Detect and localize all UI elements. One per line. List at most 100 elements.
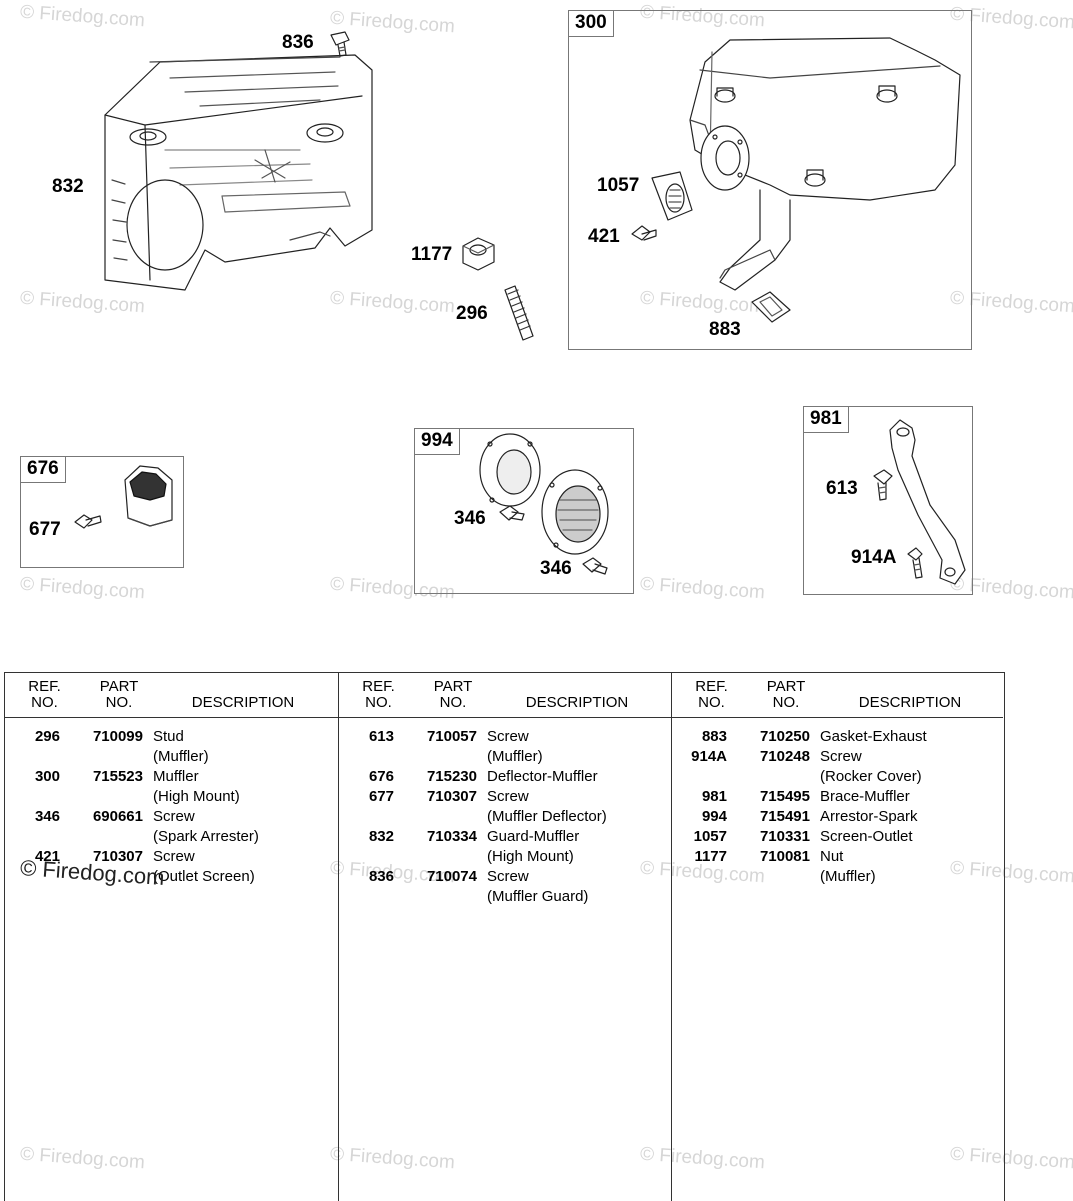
cell-desc: (Spark Arrester)	[153, 828, 259, 845]
nut-1177-drawing	[463, 238, 494, 270]
exploded-parts-drawing	[0, 0, 1073, 660]
cell-part: 710248	[759, 748, 810, 765]
header-description: DESCRIPTION	[525, 694, 629, 711]
cell-desc: Guard-Muffler	[487, 828, 580, 845]
table-row: (Muffler Guard)	[339, 887, 672, 907]
table-row: (Spark Arrester)	[5, 827, 338, 847]
muffler-300-drawing	[690, 38, 960, 290]
cell-desc: Gasket-Exhaust	[820, 728, 927, 745]
group-label-994: 994	[414, 428, 460, 455]
cell-ref: 1177	[694, 848, 727, 865]
cell-part: 710331	[759, 828, 810, 845]
cell-desc: (Muffler)	[820, 868, 876, 885]
header-description: DESCRIPTION	[858, 694, 962, 711]
callout-832: 832	[52, 176, 84, 197]
cell-part: 715491	[759, 808, 810, 825]
cell-part: 690661	[92, 808, 143, 825]
table-row: 613 710057 Screw	[339, 727, 672, 747]
cell-part: 715523	[92, 768, 143, 785]
cell-ref: 994	[701, 808, 727, 825]
cell-desc: (Muffler)	[153, 748, 209, 765]
cell-ref: 421	[34, 848, 60, 865]
table-row: 1177 710081 Nut	[672, 847, 1003, 867]
cell-desc: Screw	[153, 848, 195, 865]
cell-part: 710081	[759, 848, 810, 865]
cell-ref: 300	[34, 768, 60, 785]
callout-421: 421	[588, 226, 620, 247]
callout-346-upper: 346	[454, 508, 486, 529]
cell-desc: Screw	[820, 748, 862, 765]
brace-981-drawing	[890, 420, 965, 584]
cell-desc: Screw	[487, 868, 529, 885]
cell-part: 710057	[426, 728, 477, 745]
cell-desc: Muffler	[153, 768, 199, 785]
cell-ref: 677	[368, 788, 394, 805]
group-label-676: 676	[20, 456, 66, 483]
screw-421-drawing	[632, 226, 656, 240]
table-row: (High Mount)	[339, 847, 672, 867]
cell-ref: 1057	[693, 828, 727, 845]
callout-836: 836	[282, 32, 314, 53]
cell-ref: 613	[368, 728, 394, 745]
cell-desc: (High Mount)	[153, 788, 240, 805]
cell-desc: Screw	[153, 808, 195, 825]
table-row: (Muffler)	[339, 747, 672, 767]
cell-desc: Deflector-Muffler	[487, 768, 598, 785]
table-row: (Outlet Screen)	[5, 867, 338, 887]
header-ref: REF. NO.	[362, 678, 395, 711]
cell-desc: Screen-Outlet	[820, 828, 913, 845]
cell-desc: Stud	[153, 728, 184, 745]
cell-part: 710334	[426, 828, 477, 845]
screw-914a-drawing	[908, 548, 922, 578]
table-row: 421 710307 Screw	[5, 847, 338, 867]
muffler-guard-drawing	[105, 55, 372, 290]
cell-part: 710307	[92, 848, 143, 865]
table-row: (Muffler)	[5, 747, 338, 767]
callout-296: 296	[456, 303, 488, 324]
cell-part: 710307	[426, 788, 477, 805]
outlet-screen-drawing	[652, 172, 692, 220]
cell-desc: Screw	[487, 728, 529, 745]
screw-346b-drawing	[583, 558, 607, 574]
callout-1177: 1177	[411, 244, 453, 265]
cell-ref: 883	[701, 728, 727, 745]
table-header: REF. NO. PART NO. DESCRIPTION	[5, 673, 338, 718]
header-description: DESCRIPTION	[191, 694, 295, 711]
callout-1057: 1057	[597, 175, 640, 196]
callout-346-lower: 346	[540, 558, 572, 579]
table-header: REF. NO. PART NO. DESCRIPTION	[339, 673, 672, 718]
callout-914a: 914A	[851, 547, 897, 568]
group-box-300: 300	[568, 10, 972, 350]
group-box-981: 981	[803, 406, 973, 595]
cell-desc: (Muffler Guard)	[487, 888, 589, 905]
group-label-300: 300	[568, 10, 614, 37]
gasket-883-drawing	[752, 292, 790, 322]
header-part: PART NO.	[766, 678, 806, 711]
header-ref: REF. NO.	[28, 678, 61, 711]
callout-613: 613	[826, 478, 858, 499]
cell-ref: 836	[368, 868, 394, 885]
spark-arrester-994-drawing	[480, 434, 608, 554]
table-row: (Muffler Deflector)	[339, 807, 672, 827]
cell-part: 710099	[92, 728, 143, 745]
group-label-981: 981	[803, 406, 849, 433]
group-box-676: 676	[20, 456, 184, 568]
cell-part: 715230	[426, 768, 477, 785]
screw-613-drawing	[874, 470, 892, 500]
cell-desc: Brace-Muffler	[820, 788, 910, 805]
table-row: 883 710250 Gasket-Exhaust	[672, 727, 1003, 747]
cell-part: 710250	[759, 728, 810, 745]
stud-296-drawing	[505, 286, 533, 340]
cell-desc: Nut	[820, 848, 844, 865]
cell-desc: Screw	[487, 788, 529, 805]
